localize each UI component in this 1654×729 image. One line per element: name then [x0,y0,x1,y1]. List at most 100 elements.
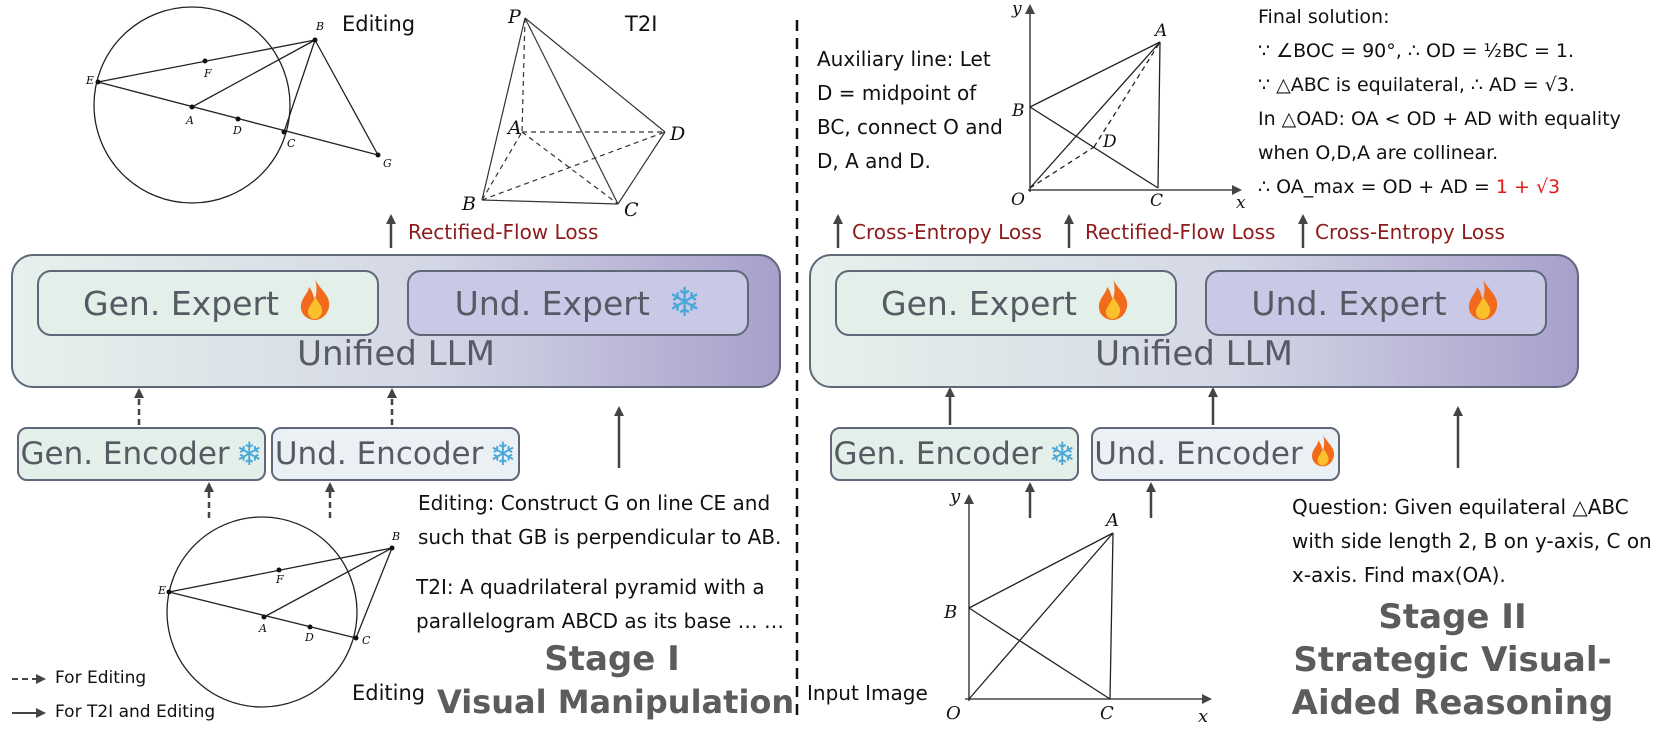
input-image-figure [964,494,1212,704]
editing-target-points [95,37,381,158]
gen-expert-label: Gen. Expert [881,283,1077,323]
snowflake-icon: ❄ [667,280,702,326]
question-line1: Question: Given equilateral △ABC [1292,495,1629,519]
stage1-title: Stage I Visual Manipulation [437,638,795,724]
editing-prompt-line1: Editing: Construct G on line CE and [418,491,771,515]
editing-input-figure [166,516,393,708]
axis-label: x [1236,193,1246,213]
point-label: B [461,193,476,215]
stage1-title-line2: Visual Manipulation [437,683,795,721]
rectified-flow-loss-label-stage2: Rectified-Flow Loss [1085,220,1276,244]
stage2-title-line2: Strategic Visual- [1293,640,1612,680]
legend-dashed-label: For Editing [55,668,147,688]
pyramid-labels: P A D B C [461,6,685,221]
cross-entropy-loss-right-label: Cross-Entropy Loss [1315,220,1505,244]
editing-input-points [166,545,395,641]
point-label: B [315,20,324,33]
t2i-prompt-line1: T2I: A quadrilateral pyramid with a [416,575,765,599]
point-label: A [185,114,194,127]
editing-target-labels: B E F A D C G [85,20,392,170]
point-label: O [1011,190,1025,210]
fire-icon [1309,432,1337,476]
axis-label: y [949,486,961,507]
gen-encoder-label: Gen. Encoder [833,436,1043,472]
point-label: A [1153,21,1167,41]
point-label: C [362,634,371,647]
final-solution-line3: In △OAD: OA < OD + AD with equality [1258,108,1621,130]
point-label: A [258,622,267,635]
aux-line-1: Auxiliary line: Let [817,47,991,71]
final-solution-title: Final solution: [1258,6,1390,28]
t2i-label: T2I [625,12,658,36]
editing-label-top: Editing [342,12,416,36]
aux-line-3: BC, connect O and [817,115,1003,139]
aux-line-2: D = midpoint of [817,81,977,105]
und-expert-stage2: Und. Expert [1205,270,1547,336]
und-expert-label: Und. Expert [454,283,650,323]
pyramid-figure [481,17,666,205]
point-label: C [1150,191,1163,211]
point-label: D [232,124,242,137]
und-expert-label: Und. Expert [1251,283,1447,323]
editing-input-labels: B E F A D C [157,530,400,647]
fire-icon [1465,277,1501,329]
gen-encoder-label: Gen. Encoder [20,436,230,472]
point-label: B [391,530,400,543]
unified-llm-panel-stage1: Gen. Expert Und. Expert ❄ Unified LLM [11,254,781,388]
point-label: E [157,584,166,597]
point-label: D [669,123,685,145]
axis-label: x [1198,706,1208,727]
point-label: D [1102,132,1117,152]
fire-icon [297,277,333,329]
cross-entropy-loss-left-label: Cross-Entropy Loss [852,220,1042,244]
aux-line-labels: y x O A B C D [1011,0,1246,213]
point-label: E [85,74,94,87]
stage2-title-line1: Stage II [1378,597,1527,637]
final-solution-line4: when O,D,A are collinear. [1258,142,1499,164]
editing-label-bottom: Editing [352,681,426,705]
gen-expert-stage1: Gen. Expert [37,270,379,336]
gen-expert-stage2: Gen. Expert [835,270,1177,336]
und-encoder-label: Und. Encoder [274,436,484,472]
point-label: O [946,703,961,724]
axis-label: y [1011,0,1022,19]
final-solution-line2: ∵ △ABC is equilateral, ∴ AD = √3. [1258,74,1575,96]
final-solution-line1: ∵ ∠BOC = 90°, ∴ OD = ½BC = 1. [1258,40,1575,62]
point-label: F [275,573,284,586]
snowflake-icon: ❄ [489,435,517,473]
point-label: A [1104,510,1119,531]
point-label: B [1011,101,1025,121]
aux-line-figure [1025,4,1242,195]
unified-llm-panel-stage2: Gen. Expert Und. Expert Unified LLM [809,254,1579,388]
gen-encoder-stage1: Gen. Encoder ❄ [17,427,266,481]
question-line3: x-axis. Find max(OA). [1292,563,1506,587]
question-line2: with side length 2, B on y-axis, C on [1292,529,1652,553]
final-answer: 1 + √3 [1495,176,1561,198]
input-image-labels: y x O A B C [943,486,1208,727]
gen-encoder-stage2: Gen. Encoder ❄ [830,427,1079,481]
final-solution-prefix: ∴ OA_max = OD + AD = [1258,176,1496,198]
editing-prompt-line2: such that GB is perpendicular to AB. [418,525,782,549]
point-label: D [304,631,314,644]
und-encoder-label: Und. Encoder [1094,436,1303,472]
stage2-title-line3: Aided Reasoning [1291,683,1614,723]
aux-line-4: D, A and D. [817,149,931,173]
editing-target-figure [93,6,379,204]
stage1-title-line1: Stage I [544,639,680,679]
legend-solid-label: For T2I and Editing [55,702,216,722]
point-label: B [943,602,957,623]
und-expert-stage1: Und. Expert ❄ [407,270,749,336]
t2i-prompt-line2: parallelogram ABCD as its base … … [416,609,785,633]
unified-llm-label-stage1: Unified LLM [297,334,495,374]
point-label: C [287,137,296,150]
unified-llm-label-stage2: Unified LLM [1095,334,1293,374]
point-label: A [506,117,522,139]
input-image-label: Input Image [807,681,928,705]
stage2-title: Stage II Strategic Visual- Aided Reasoni… [1270,596,1635,725]
point-label: C [624,199,639,221]
rectified-flow-loss-label: Rectified-Flow Loss [408,220,599,244]
gen-expert-label: Gen. Expert [83,283,279,323]
point-label: F [203,67,212,80]
point-label: C [1100,703,1114,724]
